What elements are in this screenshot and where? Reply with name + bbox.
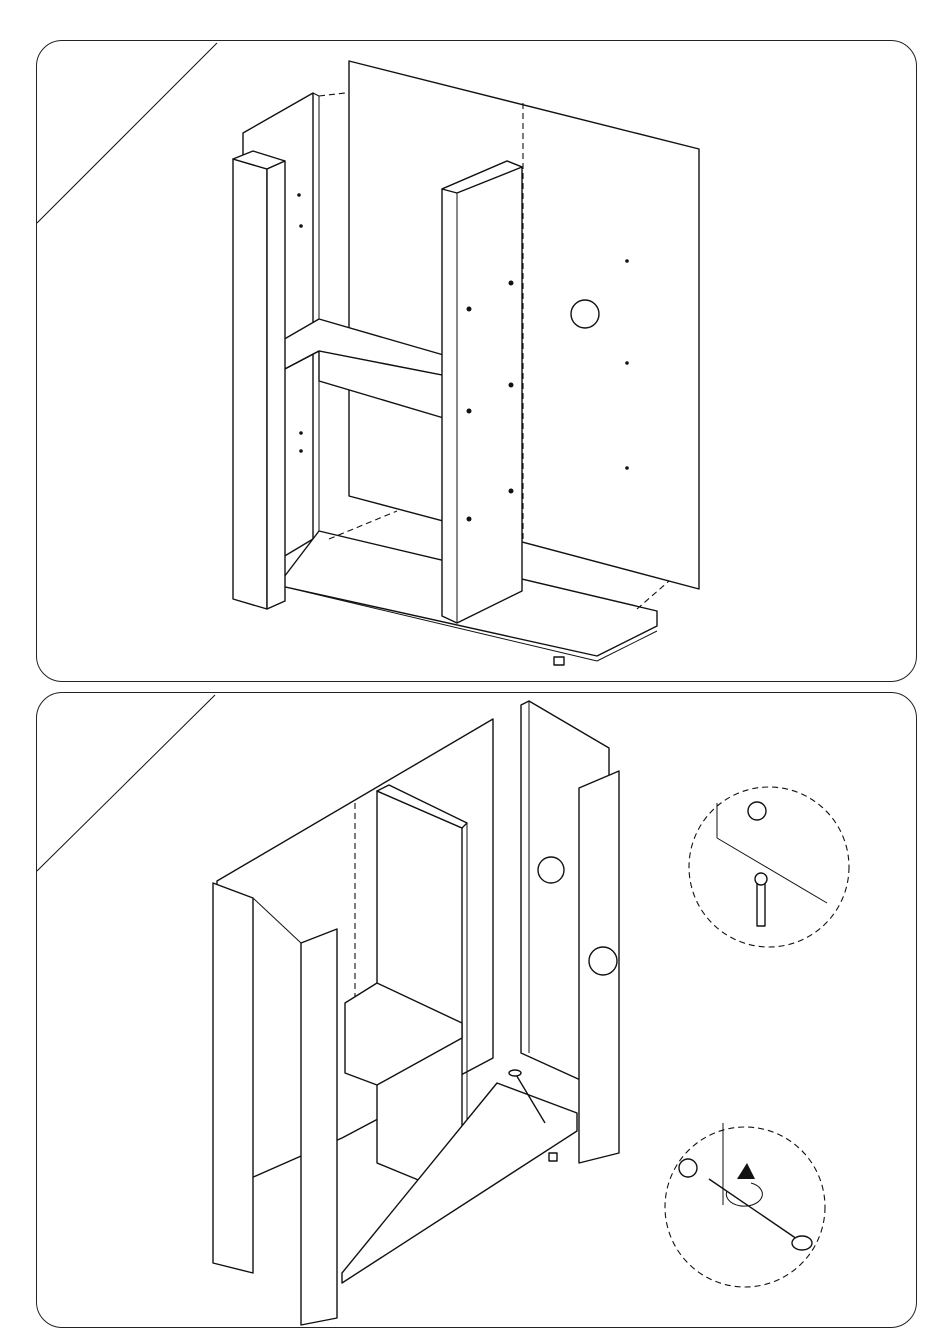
left-side-panel xyxy=(213,883,253,1273)
left-rear-guide xyxy=(319,93,345,96)
bottom-guide-line-right xyxy=(637,581,669,609)
corner-fold-line xyxy=(37,43,217,223)
cam-lock-marker xyxy=(589,947,617,975)
detail-screwdriver xyxy=(665,1123,825,1287)
detail-screwdriver-circle xyxy=(665,1127,825,1287)
cam-bolt-icon xyxy=(748,802,766,820)
rotate-arrow-icon xyxy=(737,1163,755,1179)
divider-hole xyxy=(509,489,514,494)
cam-lock-marker xyxy=(571,300,599,328)
side-hole xyxy=(299,449,303,453)
back-panel xyxy=(349,61,699,589)
divider-hole xyxy=(467,517,472,522)
assembly-step-1-panel xyxy=(36,40,917,682)
divider-hole xyxy=(467,409,472,414)
detail-edge xyxy=(717,838,827,903)
bottom-bracket xyxy=(549,1153,557,1161)
step-1-illustration xyxy=(37,41,917,682)
cam-lock-icon xyxy=(679,1159,697,1177)
step-2-illustration xyxy=(37,693,917,1328)
bottom-bracket xyxy=(554,657,564,665)
side-hole xyxy=(299,431,303,435)
side-hole xyxy=(299,224,303,228)
back-panel-hole xyxy=(625,361,629,365)
side-hole xyxy=(297,193,301,197)
screwdriver-handle xyxy=(792,1236,812,1250)
back-panel-hole xyxy=(625,259,629,263)
screwdriver-handle xyxy=(509,1070,521,1076)
corner-fold-line xyxy=(37,695,215,871)
divider-hole xyxy=(509,281,514,286)
detail-cam-bolt xyxy=(689,787,849,947)
detail-cam-bolt-circle xyxy=(689,787,849,947)
left-side-panel-edge xyxy=(267,161,285,609)
cam-bolt-head xyxy=(755,873,767,885)
back-panel-hole xyxy=(625,466,629,470)
divider-hole xyxy=(467,307,472,312)
divider-hole xyxy=(509,383,514,388)
center-divider xyxy=(442,161,522,623)
assembly-step-2-panel xyxy=(36,692,917,1328)
left-front-panel xyxy=(301,929,337,1325)
screwdriver-icon xyxy=(709,1179,797,1239)
left-side-panel xyxy=(233,159,267,609)
bottom-guide-line xyxy=(329,511,397,539)
left-rear-edge-top xyxy=(313,93,319,96)
cam-lock-marker xyxy=(538,857,564,883)
